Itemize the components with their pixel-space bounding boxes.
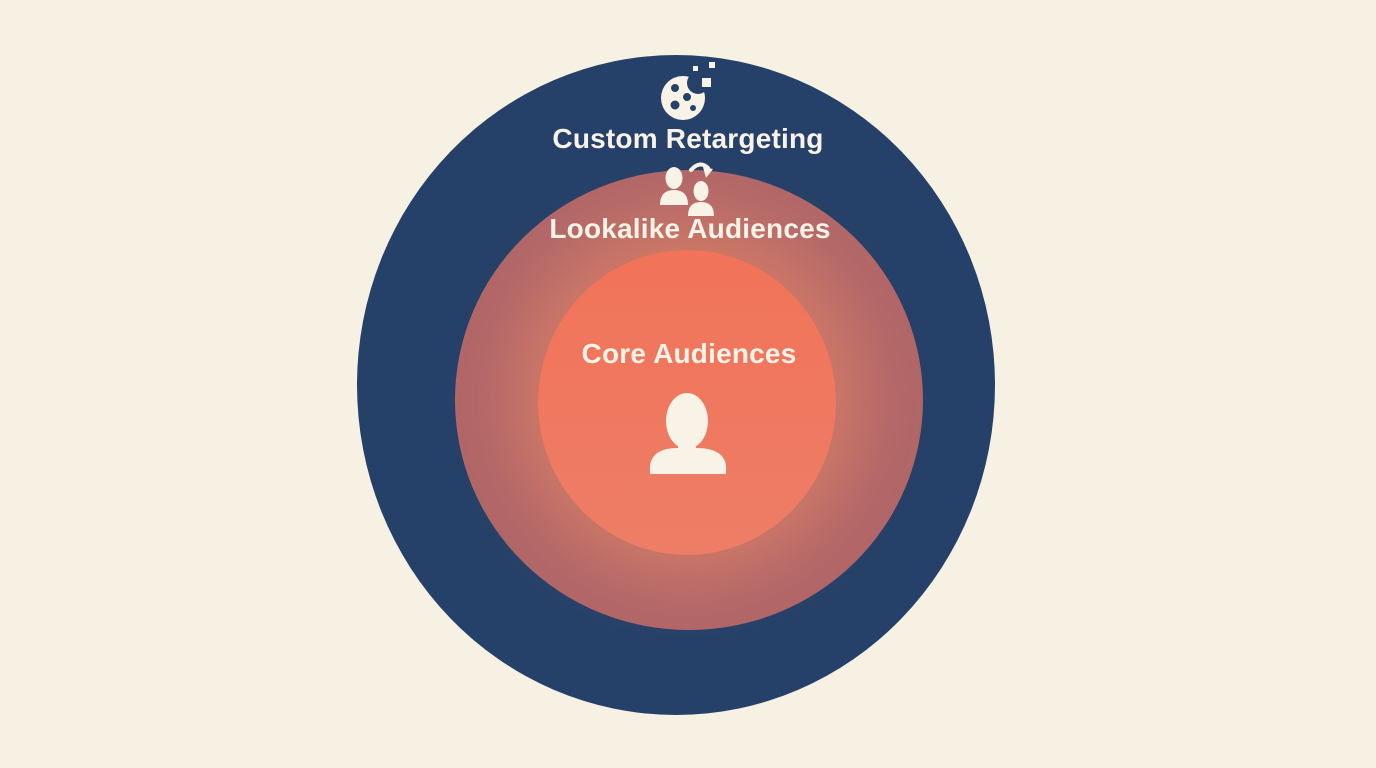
- custom-retargeting-label: Custom Retargeting: [552, 123, 824, 154]
- cookie-icon: [661, 62, 715, 120]
- core-audiences-label: Core Audiences: [581, 338, 797, 369]
- person-icon: [650, 393, 726, 474]
- lookalike-audiences-label: Lookalike Audiences: [549, 213, 831, 244]
- people-transfer-icon: [660, 162, 714, 216]
